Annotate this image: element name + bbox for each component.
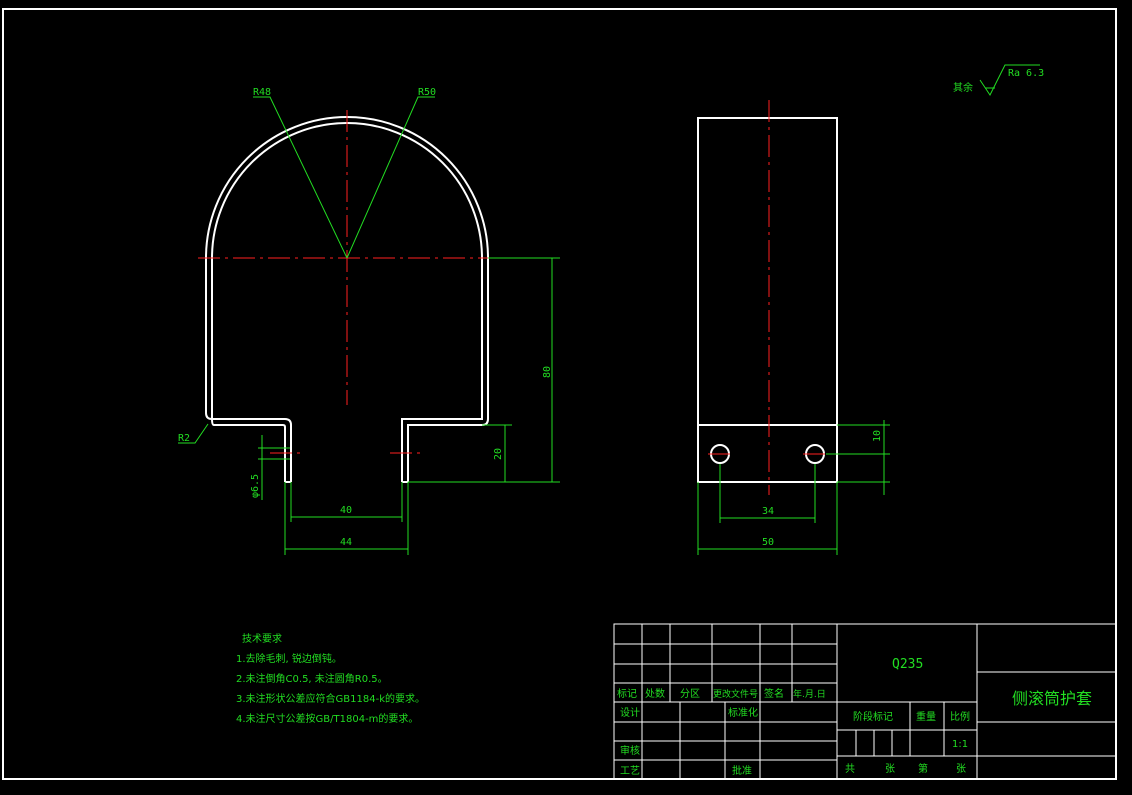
scale-value: 1:1	[952, 739, 968, 750]
drawing-name: 侧滚筒护套	[1012, 689, 1092, 708]
stage-mark: 阶段标记	[853, 710, 893, 723]
role-review: 审核	[620, 744, 640, 757]
role-standardize: 标准化	[728, 706, 758, 719]
dim-40-label: 40	[340, 505, 352, 516]
sheets-total: 共	[845, 763, 855, 775]
role-approve: 批准	[732, 764, 752, 777]
dim-44-label: 44	[340, 537, 352, 548]
r50-leader	[346, 96, 435, 259]
hdr-change-doc: 更改文件号	[713, 688, 758, 700]
side-outline	[697, 117, 838, 483]
hdr-date: 年.月.日	[793, 688, 826, 700]
hdr-count: 处数	[645, 687, 665, 700]
sheets-unit: 张	[885, 763, 895, 775]
r48-label: R48	[253, 87, 271, 98]
tech-req-item-2: 2.未注倒角C0.5, 未注圆角R0.5。	[236, 674, 388, 685]
title-block: Q235 侧滚筒护套 标记 处数 分区 更改文件号 签名 年.月.日 设计 标准…	[613, 623, 1117, 780]
r50-label: R50	[418, 87, 436, 98]
hole-dia-label: φ6.5	[250, 474, 261, 498]
front-view: R48 R50 R2 φ6.5 80 20 40 44	[178, 87, 560, 555]
r2-leader	[178, 423, 209, 444]
hdr-zone: 分区	[680, 688, 700, 700]
technical-requirements: 技术要求 1.去除毛刺, 锐边倒钝。 2.未注倒角C0.5, 未注圆角R0.5。…	[236, 630, 425, 730]
sheets-number: 第	[918, 762, 928, 775]
hdr-signature: 签名	[764, 687, 784, 700]
scale-label: 比例	[950, 710, 970, 723]
tech-req-item-1: 1.去除毛刺, 锐边倒钝。	[236, 654, 342, 665]
tech-req-title: 技术要求	[242, 634, 282, 645]
dim-34-label: 34	[762, 506, 774, 517]
dim-20-label: 20	[493, 448, 504, 460]
r2-label: R2	[178, 433, 190, 444]
dim-10-label: 10	[872, 430, 883, 442]
drawing-border	[2, 8, 1117, 780]
role-design: 设计	[620, 706, 640, 719]
roughness-value: Ra 6.3	[1008, 68, 1044, 79]
r48-leader	[253, 96, 348, 259]
roughness-prefix: 其余	[953, 81, 973, 94]
dim-50-label: 50	[762, 537, 774, 548]
role-process: 工艺	[620, 765, 640, 777]
tech-req-item-3: 3.未注形状公差应符合GB1184-k的要求。	[236, 694, 425, 705]
weight-label: 重量	[916, 710, 936, 723]
side-view: 10 34 50	[697, 100, 890, 555]
roughness-symbol: 其余 Ra 6.3	[953, 64, 1044, 96]
sheets-unit2: 张	[956, 763, 966, 775]
dim-80-label: 80	[542, 366, 553, 378]
material-label: Q235	[892, 657, 923, 672]
front-inner-profile	[211, 122, 483, 482]
hdr-mark: 标记	[617, 688, 637, 700]
tech-req-item-4: 4.未注尺寸公差按GB/T1804-m的要求。	[236, 714, 419, 725]
